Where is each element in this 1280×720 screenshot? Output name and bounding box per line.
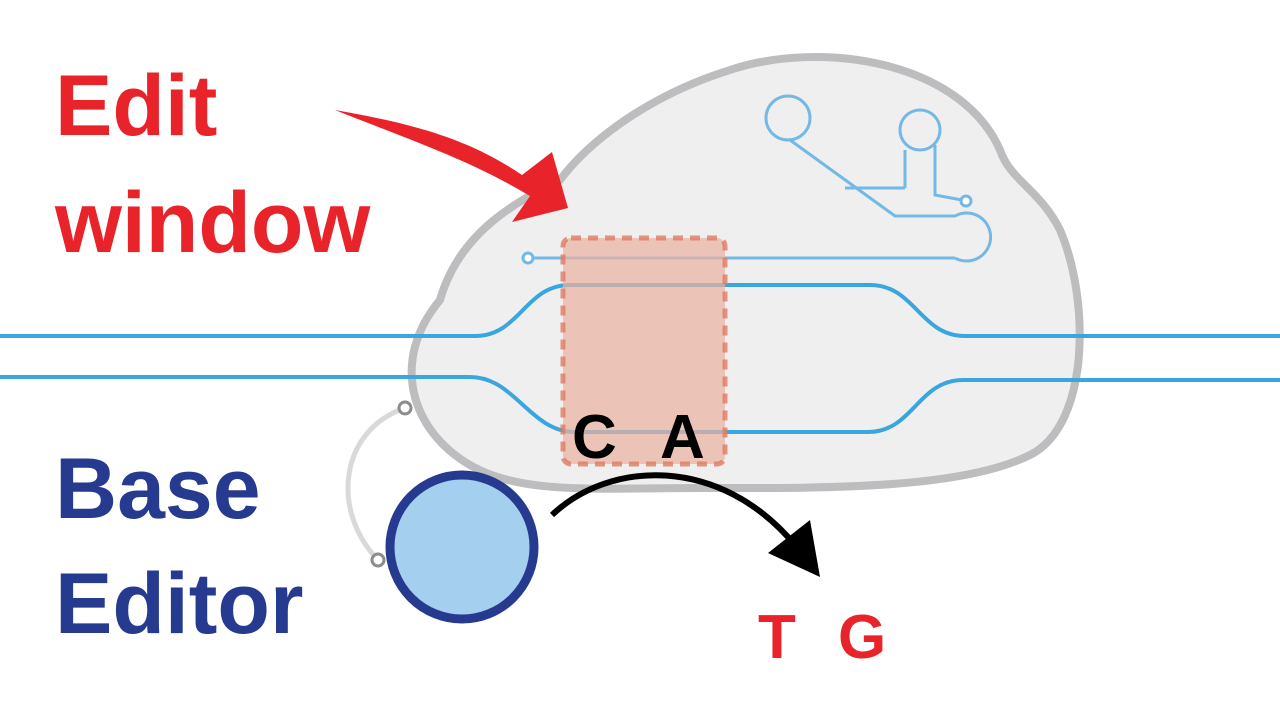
linker-tether [345,405,406,562]
edit-window-label-line2: window [54,175,371,271]
linker-end-top [397,400,413,416]
edit-window-box [560,235,728,467]
edit-arrow-icon [335,110,568,222]
base-t: T [758,603,796,672]
guide-rna-end-left [521,251,535,265]
base-editor-circle [385,470,539,624]
conversion-arrowhead [768,520,820,577]
base-c: C [572,403,617,472]
base-editor-label-line1: Base [55,441,261,537]
base-editor-label-line2: Editor [55,556,303,652]
linker-end-bottom [370,552,386,568]
guide-rna-end-right [959,194,973,208]
conversion-arrow-icon [549,472,798,547]
protein-cloud [407,53,1084,493]
base-a: A [660,403,705,472]
edit-window-label-line1: Edit [55,58,217,154]
base-g: G [838,603,886,672]
